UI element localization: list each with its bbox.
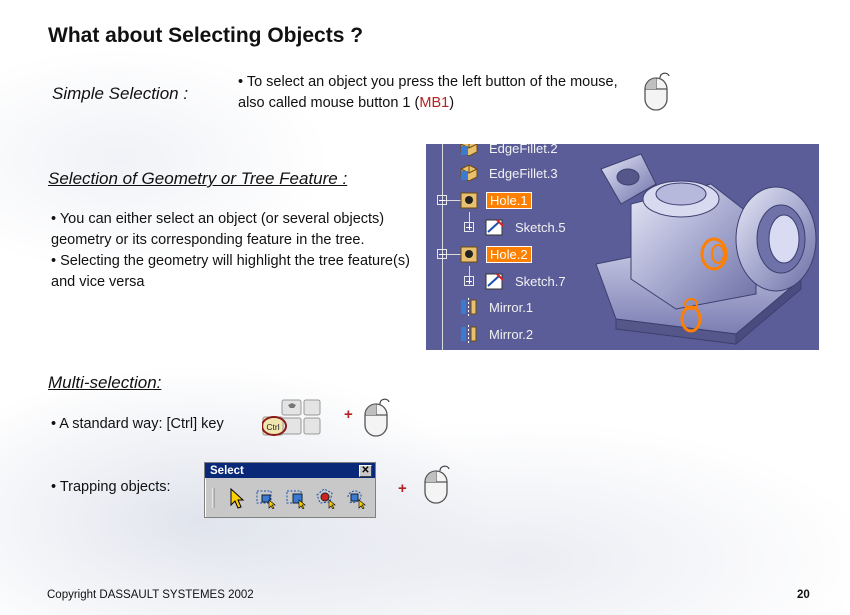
mouse-icon [364, 398, 390, 437]
tree-item-label: Hole.2 [486, 245, 532, 263]
toolbar-titlebar[interactable]: Select ✕ [205, 463, 375, 478]
plus-sign: + [344, 406, 353, 423]
close-icon[interactable]: ✕ [359, 464, 372, 477]
collapse-toggle[interactable] [437, 249, 447, 259]
simple-selection-heading: Simple Selection : [52, 84, 189, 103]
standard-way-text: • A standard way: [Ctrl] key [51, 416, 224, 432]
ctrl-key-label: Ctrl [266, 422, 279, 432]
tree-item-label: EdgeFillet.3 [489, 165, 558, 181]
highlighted-hole-geometry[interactable] [680, 298, 702, 333]
trapping-text: • Trapping objects: [51, 479, 171, 495]
mirror-icon [461, 298, 477, 316]
simple-selection-text-end: ) [449, 95, 455, 111]
tree-item-label: EdgeFillet.2 [489, 144, 558, 156]
tree-item-label: Hole.1 [486, 191, 532, 209]
polygon-trap-icon[interactable] [315, 487, 337, 509]
sketch-icon [485, 219, 504, 236]
edge-fillet-icon [460, 164, 478, 182]
page-number: 20 [797, 589, 810, 601]
expand-toggle[interactable] [464, 276, 474, 286]
geometry-tree-body: • You can either select an object (or se… [51, 209, 421, 293]
mouse-icon [424, 465, 450, 504]
multi-selection-heading: Multi-selection: [48, 373, 162, 392]
edge-fillet-icon [460, 144, 478, 157]
tree-item-label: Sketch.5 [515, 219, 566, 235]
tree-item-label: Sketch.7 [515, 273, 566, 289]
page-title: What about Selecting Objects ? [48, 24, 364, 47]
free-hand-trap-icon[interactable] [345, 487, 367, 509]
mouse-icon [644, 72, 670, 111]
ctrl-key-icon: Ctrl [262, 399, 321, 436]
toolbar-title: Select [210, 464, 244, 477]
simple-selection-text: • To select an object you press the left… [238, 72, 638, 114]
tree-item[interactable]: Hole.1 [458, 189, 532, 211]
tree-item[interactable]: Sketch.7 [484, 270, 569, 292]
toolbar-grip[interactable] [211, 487, 217, 509]
tree-item-label: Mirror.2 [489, 326, 534, 342]
tree-item-label: Mirror.1 [489, 299, 534, 315]
select-toolbar: Select ✕ [204, 462, 376, 518]
cad-screenshot: EdgeFillet.2 EdgeFillet.3 Hole.1 Sketch.… [426, 144, 819, 350]
geometry-tree-heading: Selection of Geometry or Tree Feature : [48, 169, 348, 188]
tree-item[interactable]: EdgeFillet.2 [458, 144, 561, 159]
hole-icon [460, 246, 478, 263]
highlighted-hole-geometry[interactable] [700, 237, 728, 271]
geometry-tree-bullet: • Selecting the geometry will highlight … [51, 253, 410, 290]
tree-item[interactable]: Mirror.1 [458, 296, 536, 318]
mirror-icon [461, 325, 477, 343]
tree-item[interactable]: EdgeFillet.3 [458, 162, 561, 184]
mb1-label: MB1 [419, 95, 450, 111]
specification-tree: EdgeFillet.2 EdgeFillet.3 Hole.1 Sketch.… [426, 144, 591, 350]
geometry-tree-bullet: • You can either select an object (or se… [51, 211, 385, 248]
hole-icon [460, 192, 478, 209]
intersecting-trap-icon[interactable] [285, 487, 307, 509]
trap-icon[interactable] [255, 487, 277, 509]
3d-part-geometry [595, 153, 817, 346]
tree-item[interactable]: Sketch.5 [484, 216, 569, 238]
simple-selection-text-main: • To select an object you press the left… [238, 74, 618, 111]
sketch-icon [485, 273, 504, 290]
tree-item[interactable]: Hole.2 [458, 243, 532, 265]
copyright-footer: Copyright DASSAULT SYSTEMES 2002 [47, 589, 254, 601]
plus-sign: + [398, 480, 407, 497]
expand-toggle[interactable] [464, 222, 474, 232]
collapse-toggle[interactable] [437, 195, 447, 205]
tree-item[interactable]: Mirror.2 [458, 323, 536, 345]
select-arrow-icon[interactable] [225, 487, 247, 509]
